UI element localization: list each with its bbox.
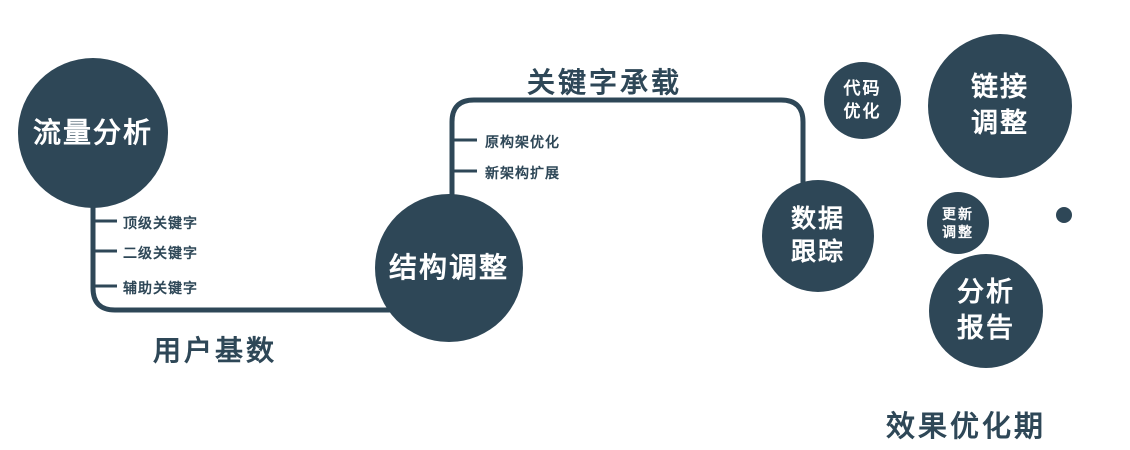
edge-traffic-to-structure (90, 196, 398, 313)
node-link-adjustment: 链接 调整 (928, 34, 1072, 178)
node-code-optimization-label: 代码 优化 (843, 79, 882, 121)
tick-label-original-architecture: 原构架优化 (485, 134, 560, 150)
node-structure-adjustment-label: 结构调整 (388, 251, 509, 283)
tick-label-auxiliary-keyword: 辅助关键字 (123, 280, 198, 296)
node-data-tracking-label: 数据 跟踪 (790, 205, 845, 266)
edge-structure-to-tracking (449, 97, 806, 204)
edge-label-keyword-carry: 关键字承载 (527, 67, 683, 98)
node-traffic-analysis: 流量分析 (18, 58, 168, 208)
small-dot (1056, 207, 1072, 223)
node-traffic-analysis-label: 流量分析 (32, 116, 153, 148)
tick-label-top-keyword: 顶级关键字 (123, 215, 198, 231)
footer-label-effect-optimization: 效果优化期 (886, 411, 1047, 443)
tick-label-new-architecture: 新架构扩展 (485, 165, 560, 181)
node-data-tracking: 数据 跟踪 (762, 180, 874, 292)
node-analysis-report-label: 分析 报告 (957, 277, 1015, 343)
node-structure-adjustment: 结构调整 (375, 194, 523, 342)
tick-label-secondary-keyword: 二级关键字 (123, 245, 198, 261)
node-update-adjustment: 更新 调整 (927, 192, 989, 254)
node-code-optimization: 代码 优化 (824, 62, 901, 139)
node-update-adjustment-label: 更新 调整 (942, 205, 974, 240)
edge-label-user-base: 用户基数 (153, 335, 278, 366)
node-analysis-report: 分析 报告 (929, 254, 1043, 368)
node-link-adjustment-label: 链接 调整 (971, 72, 1029, 138)
